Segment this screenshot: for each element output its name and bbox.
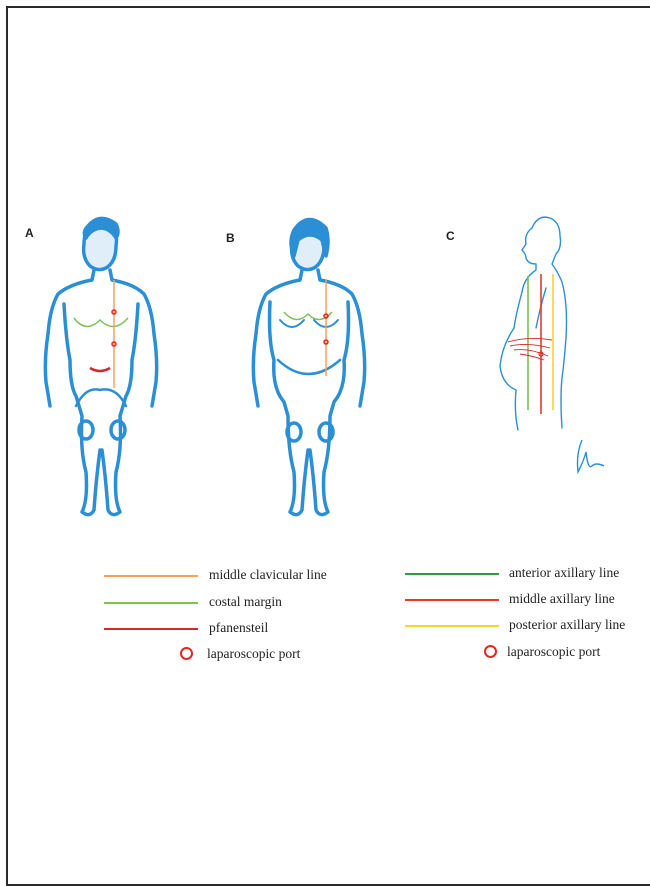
legend-item-costal-margin [104, 593, 198, 613]
legend-label: anterior axillary line [509, 565, 619, 581]
legend-item-anterior-axillary [405, 564, 499, 584]
legend-label: posterior axillary line [509, 617, 625, 633]
laparoscopic-port-icon [180, 647, 193, 660]
laparoscopic-port-icon [484, 645, 497, 658]
legend-item-posterior-axillary [405, 616, 499, 636]
legend-label: laparoscopic port [507, 644, 600, 660]
legend-swatch [104, 575, 198, 577]
legend-item-pfanensteil [104, 619, 198, 639]
figure-female-front [238, 210, 378, 530]
legend-swatch [104, 628, 198, 630]
legend-item-middle-axillary [405, 590, 499, 610]
legend-label: pfanensteil [209, 620, 268, 636]
legend-item-middle-clavicular [104, 566, 198, 586]
legend-swatch [405, 599, 499, 601]
legend-label: laparoscopic port [207, 646, 300, 662]
figure-male-front [30, 210, 170, 530]
legend-label: costal margin [209, 594, 282, 610]
figure-lateral-view [480, 208, 610, 488]
signature-icon [578, 440, 605, 472]
panel-label-b: B [226, 231, 235, 245]
legend-swatch [104, 602, 198, 604]
legend-swatch [405, 573, 499, 575]
panel-label-c: C [446, 229, 455, 243]
legend-label: middle axillary line [509, 591, 615, 607]
legend-swatch [405, 625, 499, 627]
legend-label: middle clavicular line [209, 567, 327, 583]
